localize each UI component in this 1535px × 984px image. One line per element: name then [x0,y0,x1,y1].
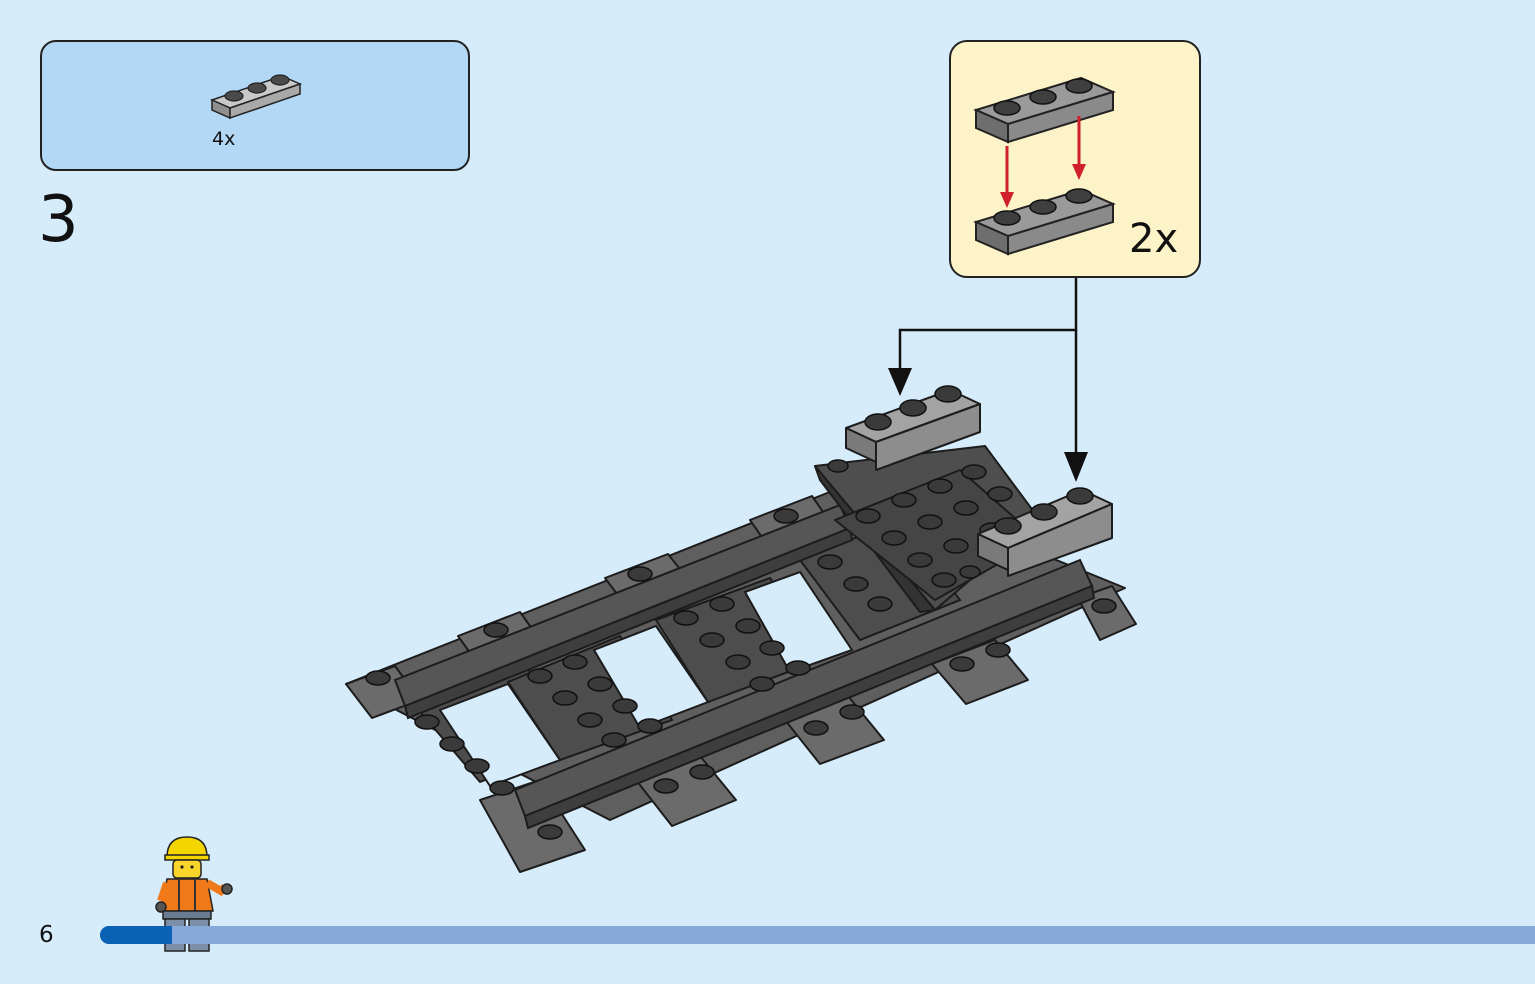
plate-1x3-icon [209,74,303,120]
page-number: 6 [39,922,54,948]
sub-assembly-box: 2x [949,40,1201,278]
placement-arrows [898,278,1078,458]
step-number: 3 [38,183,79,257]
sub-assembly-multiplier: 2x [1129,216,1179,262]
stacked-plates-icon [973,76,1116,256]
progress-bar-fill [100,926,172,944]
part-quantity: 4x [212,128,236,150]
progress-bar-track [100,926,1535,944]
parts-list-box: 4x [40,40,470,171]
